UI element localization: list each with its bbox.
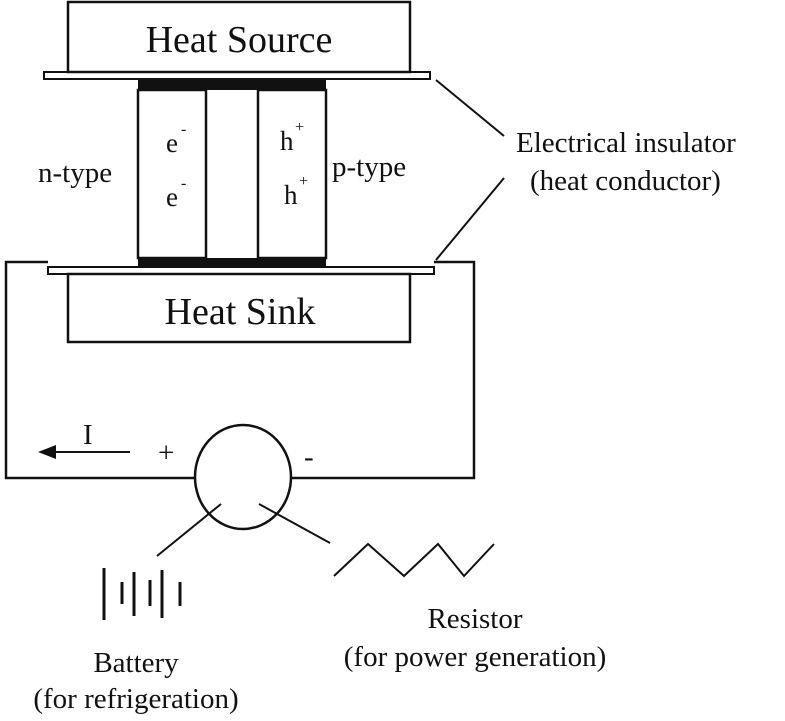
electron-2: e -	[166, 175, 186, 212]
top-conductor-bar	[138, 79, 326, 90]
plus-label: +	[158, 437, 174, 469]
resistor-label-line2: (for power generation)	[344, 641, 607, 673]
battery-leader	[156, 503, 222, 557]
hole-1-sup: +	[295, 119, 304, 136]
battery-icon	[102, 568, 182, 620]
electron-1: e -	[166, 121, 186, 158]
insulator-label-line2: (heat conductor)	[530, 165, 721, 197]
insulator-leader-bottom	[435, 177, 505, 261]
resistor-icon	[333, 542, 495, 578]
resistor-label-line1: Resistor	[427, 603, 522, 635]
p-type-label: p-type	[332, 151, 406, 183]
n-type-leg	[136, 88, 208, 260]
current-label: I	[83, 419, 93, 451]
electron-2-sup: -	[181, 175, 186, 192]
circuit-wire	[4, 260, 476, 480]
resistor-leader	[258, 503, 331, 544]
hole-2-sup: +	[299, 173, 308, 190]
current-arrow	[38, 445, 130, 459]
electron-1-base: e	[166, 128, 178, 158]
minus-label: -	[304, 441, 314, 473]
heat-sink-label: Heat Sink	[165, 291, 316, 333]
hole-2-base: h	[284, 180, 298, 210]
electron-2-base: e	[166, 182, 178, 212]
load-circle	[193, 423, 293, 531]
bottom-conductor-bar	[138, 258, 326, 267]
p-type-leg	[256, 88, 328, 260]
heat-source-label: Heat Source	[146, 19, 333, 61]
heat-sink-block	[66, 272, 412, 344]
current-arrow-head	[38, 445, 56, 459]
electron-1-sup: -	[181, 121, 186, 138]
n-type-label: n-type	[38, 157, 112, 189]
battery-label-line1: Battery	[93, 647, 179, 679]
hole-2: h +	[284, 173, 308, 210]
insulator-leader-top	[435, 79, 505, 137]
hole-1: h +	[280, 119, 304, 156]
battery-label-line2: (for refrigeration)	[33, 683, 238, 715]
insulator-label-line1: Electrical insulator	[516, 127, 736, 159]
hole-1-base: h	[280, 126, 294, 156]
